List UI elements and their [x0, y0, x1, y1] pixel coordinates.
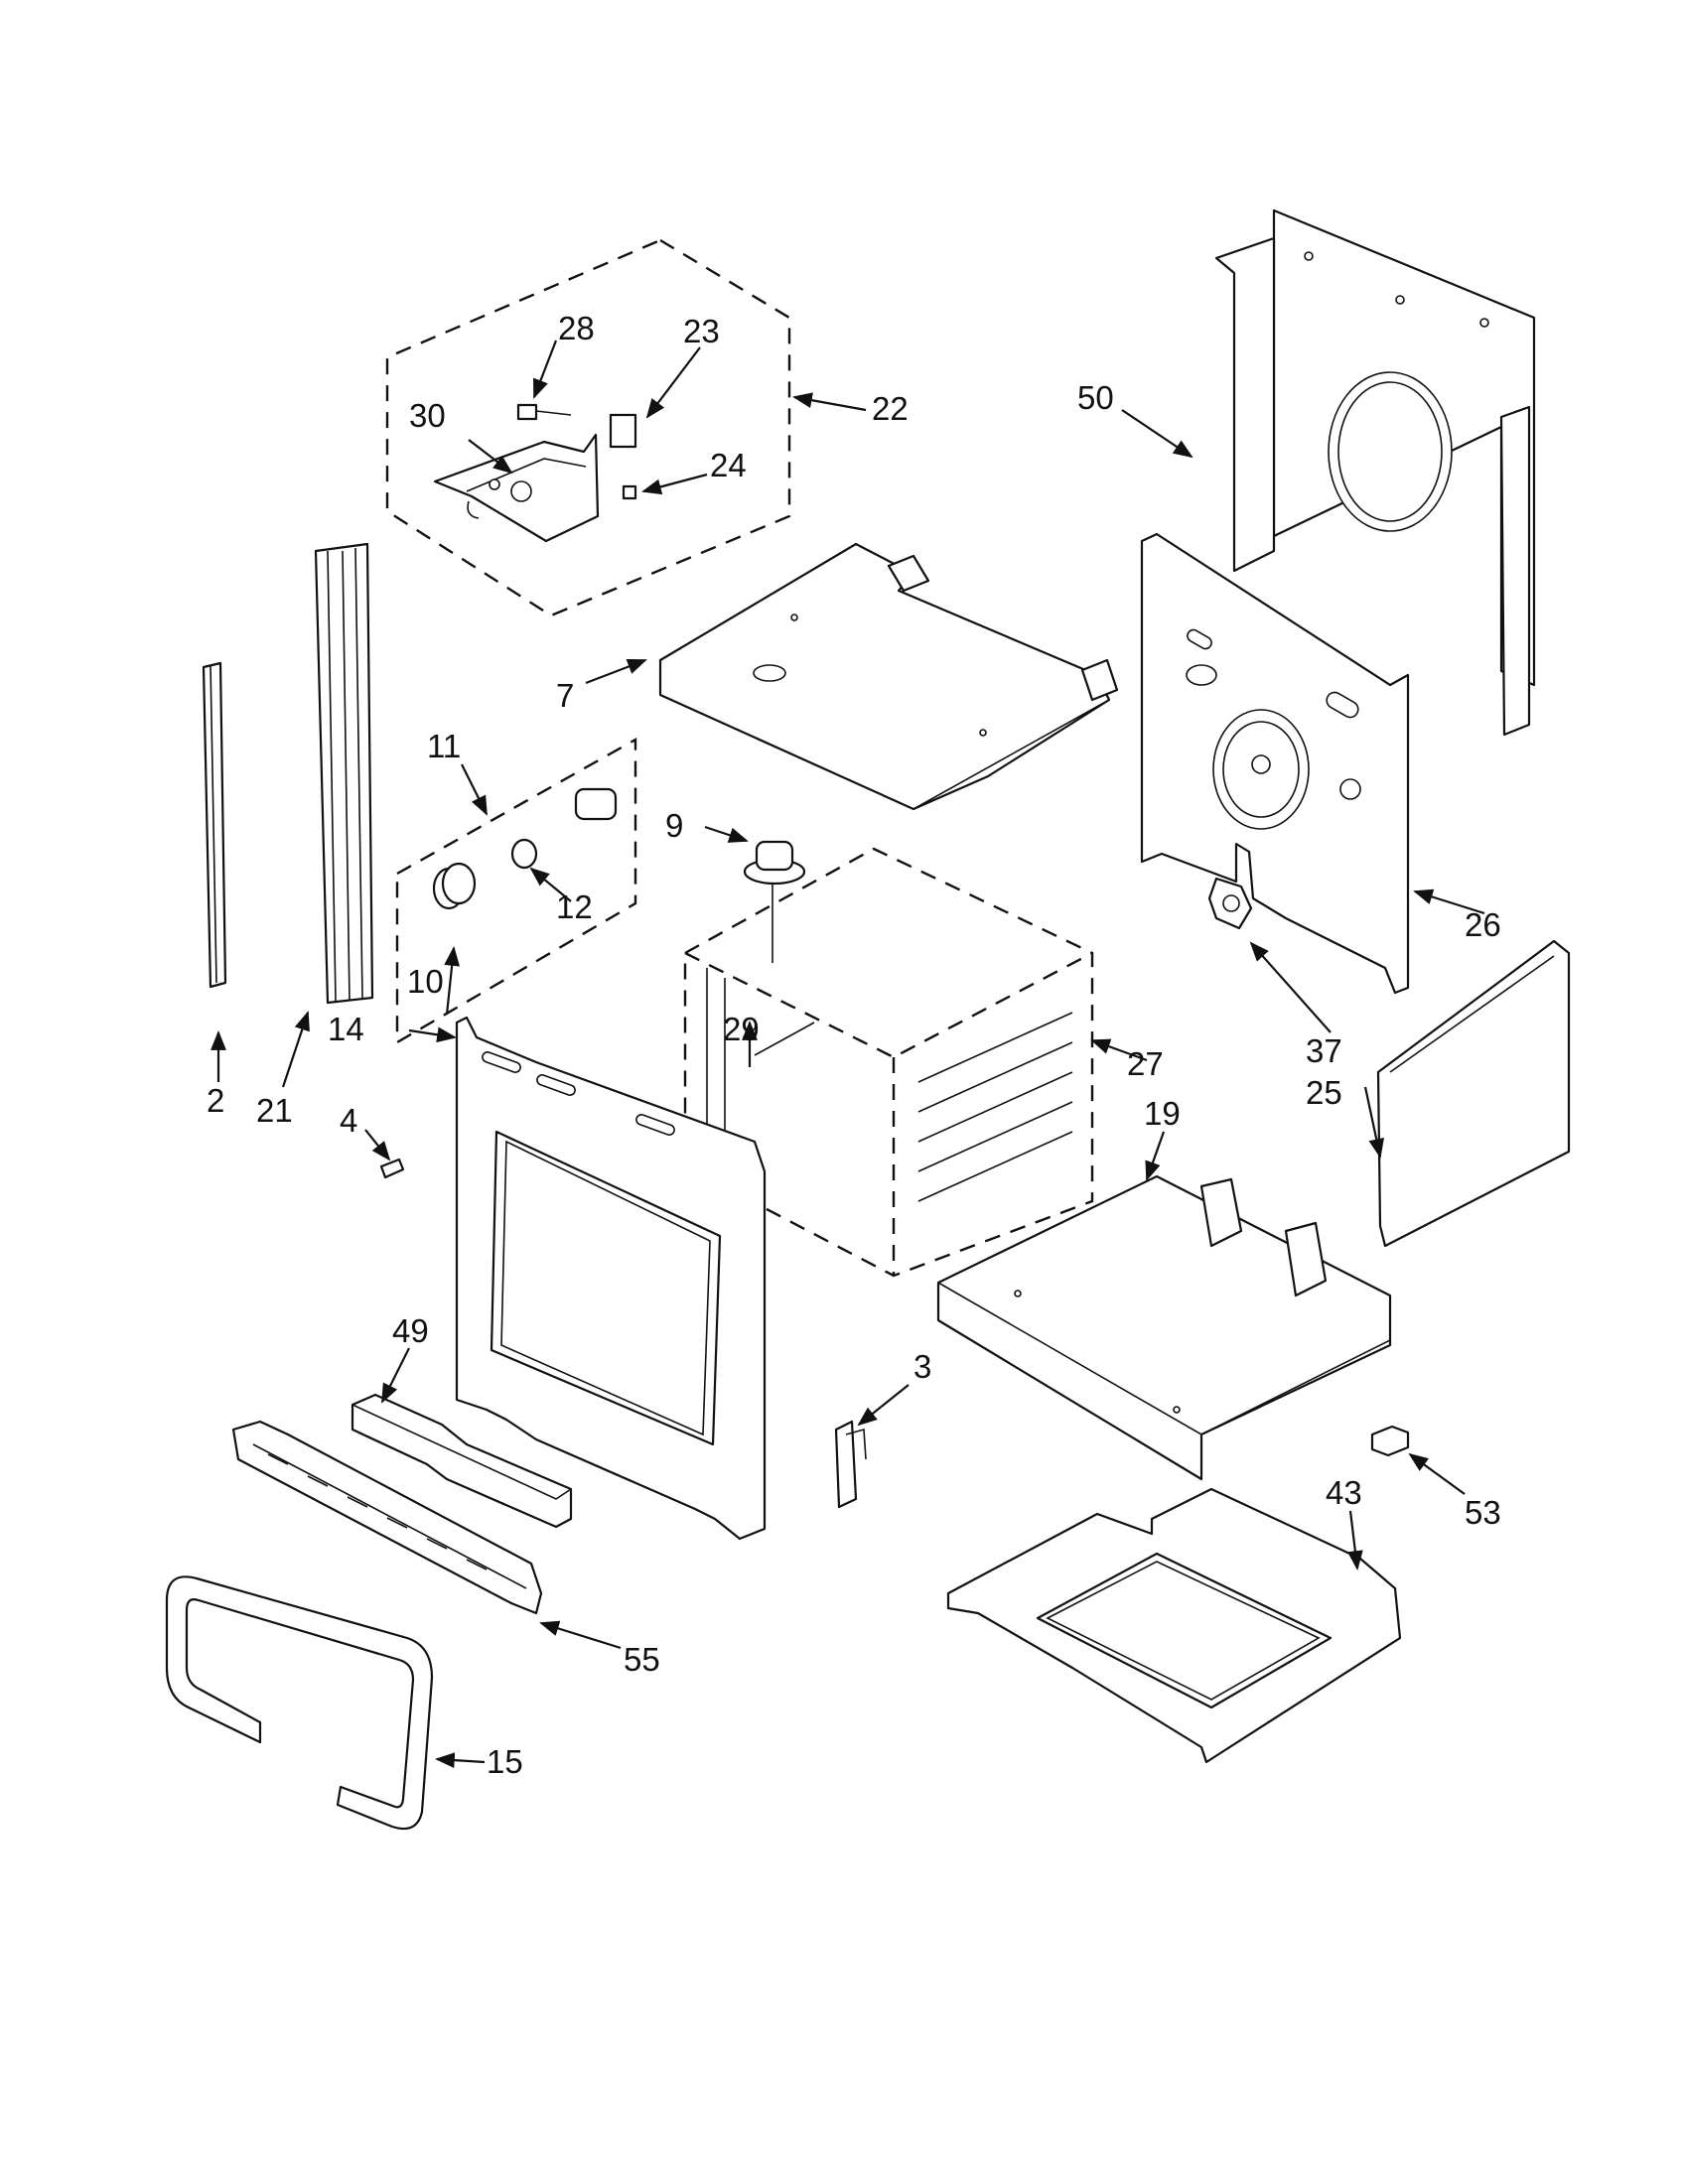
part-label-30: 30: [409, 397, 446, 434]
control-bracket-assembly: [385, 238, 791, 617]
side-panel: [1376, 939, 1571, 1248]
part-label-7: 7: [556, 677, 574, 714]
part-label-19: 19: [1144, 1095, 1181, 1132]
part-label-14: 14: [328, 1011, 364, 1047]
part-label-21: 21: [256, 1092, 293, 1129]
part-label-29: 29: [723, 1011, 760, 1047]
door-gasket: [165, 1575, 434, 1831]
part-label-50: 50: [1077, 379, 1114, 416]
part-label-22: 22: [872, 390, 909, 427]
small-bracket: [834, 1420, 867, 1509]
part-label-4: 4: [340, 1102, 357, 1139]
part-label-12: 12: [556, 888, 593, 925]
part-label-3: 3: [913, 1348, 931, 1385]
part-label-23: 23: [683, 313, 720, 349]
part-label-28: 28: [558, 310, 595, 346]
probe-receptacle: [743, 840, 806, 963]
base-pan: [946, 1487, 1402, 1764]
part-label-2: 2: [207, 1082, 224, 1119]
part-label-25: 25: [1306, 1074, 1342, 1111]
sensor-bracket: [1207, 877, 1253, 930]
part-label-53: 53: [1465, 1494, 1501, 1531]
top-panel: [658, 542, 1119, 811]
part-label-55: 55: [624, 1641, 660, 1678]
clip: [1370, 1425, 1410, 1457]
back-wall: [1140, 532, 1410, 995]
part-label-43: 43: [1326, 1474, 1362, 1511]
switch-group: [395, 737, 637, 1045]
part-label-26: 26: [1465, 906, 1501, 943]
screw: [379, 1158, 405, 1179]
part-label-11: 11: [427, 728, 461, 764]
trim-strip: [202, 661, 227, 989]
part-label-15: 15: [487, 1743, 523, 1780]
part-label-27: 27: [1127, 1045, 1164, 1082]
leader-arrows: [210, 340, 1485, 1769]
part-labels: 28 23 22 30 24 50 7 11 9 12 10 26 37 25 …: [207, 310, 1501, 1780]
part-label-10: 10: [407, 963, 444, 1000]
bottom-panel: [936, 1174, 1392, 1481]
side-trim: [314, 542, 374, 1005]
rear-panel: [1214, 208, 1536, 737]
part-label-9: 9: [665, 807, 683, 844]
vent-duct: [351, 1393, 573, 1529]
part-label-24: 24: [710, 447, 747, 483]
vent-trim: [231, 1420, 543, 1615]
part-label-49: 49: [392, 1312, 429, 1349]
part-label-37: 37: [1306, 1032, 1342, 1069]
front-frame: [455, 1016, 767, 1541]
